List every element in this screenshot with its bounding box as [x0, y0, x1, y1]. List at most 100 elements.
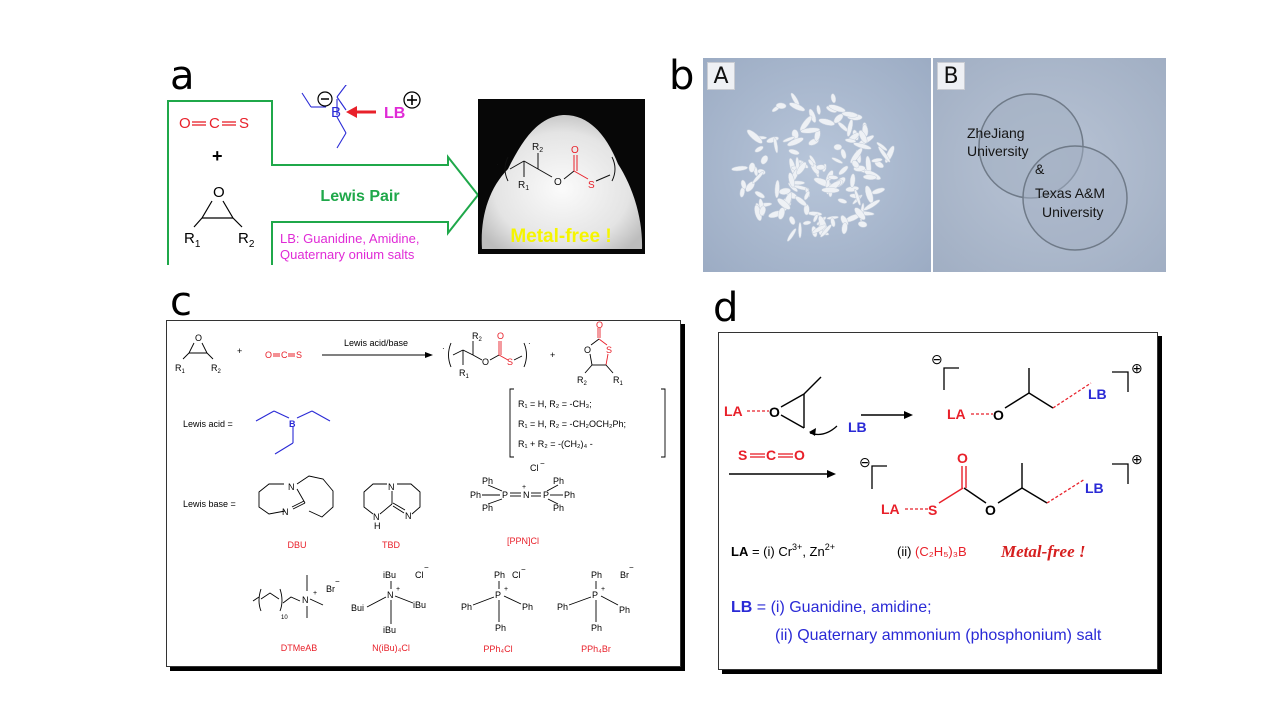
crystal-flake [871, 157, 883, 163]
svg-text:H: H [374, 521, 381, 531]
dbu-structure [258, 475, 334, 518]
la-definition: LA = (i) Cr3+, Zn2+ [731, 542, 835, 559]
crystal-flake [844, 138, 857, 144]
crystal-flake [841, 111, 859, 118]
svg-text:S: S [588, 180, 595, 191]
d-cation-2: ⊕ [1131, 451, 1143, 467]
svg-text:Ph: Ph [482, 476, 493, 486]
svg-text:Bui: Bui [351, 603, 364, 613]
crystal-flake [849, 173, 856, 188]
svg-text:N: N [387, 590, 394, 600]
ppn-structure: Cl− Ph Ph Ph P N + P Ph Ph Ph [470, 459, 575, 513]
pph4cl-structure: Ph Cl− P + Ph Ph Ph [461, 565, 533, 633]
svg-text:·: · [496, 159, 499, 169]
c-epoxide: O R1 R2 [175, 333, 222, 375]
dtmeab-structure [252, 575, 324, 618]
crystal-flake [812, 224, 827, 234]
disc-text-line1: ZheJiang [967, 125, 1025, 141]
d-la-2: LA [947, 406, 966, 422]
crystal-flake [788, 148, 800, 156]
crystal-flake [833, 143, 843, 151]
d-la-3: LA [881, 501, 900, 517]
lb-note-line2: Quaternary onium salts [280, 247, 415, 262]
svg-text:S: S [738, 447, 747, 463]
svg-text:R2: R2 [472, 331, 483, 343]
svg-text:Ph: Ph [522, 602, 533, 612]
svg-text:N: N [302, 595, 309, 605]
negative-charge-icon [317, 91, 333, 107]
svg-text:O: O [195, 333, 202, 343]
svg-text:B: B [289, 419, 296, 429]
svg-text:S: S [507, 357, 513, 367]
svg-text:R1: R1 [459, 368, 470, 380]
svg-text:P: P [495, 590, 501, 600]
svg-text:Ph: Ph [557, 602, 568, 612]
crystal-flake [752, 171, 764, 184]
svg-text:P: P [502, 490, 508, 500]
crystal-flake [782, 136, 795, 143]
svg-text:O: O [596, 321, 603, 330]
crystal-flake [828, 104, 846, 113]
svg-text:+: + [313, 590, 317, 597]
lewis-pair-label: Lewis Pair [320, 188, 399, 205]
film-disc-2 [1022, 145, 1128, 251]
crystal-flake [794, 195, 807, 207]
c-plus-2: + [550, 350, 555, 360]
d-lb-3: LB [1085, 480, 1104, 496]
svg-text:P: P [543, 490, 549, 500]
n-ibu4cl-structure: iBu Cl− N + Bui iBu iBu [351, 563, 429, 635]
svg-text:+: + [522, 484, 526, 491]
photo-b-polymer-films: ZheJiang University & Texas A&M Universi… [933, 58, 1166, 272]
svg-text:Ph: Ph [553, 476, 564, 486]
crystal-flake [838, 165, 849, 176]
crystal-flake [789, 102, 806, 112]
panel-c-letter: c [170, 279, 192, 325]
svg-text:Br: Br [326, 584, 335, 594]
films-illustration: ZheJiang University & Texas A&M Universi… [933, 58, 1166, 272]
base-name-ppncl: [PPN]Cl [507, 536, 539, 546]
epoxide-molecule: O R1 R2 [184, 184, 255, 250]
svg-text:S: S [296, 350, 302, 360]
svg-text:R2: R2 [577, 375, 588, 387]
cos-c: C [209, 115, 220, 132]
boron-atom: B [331, 104, 341, 121]
svg-text:O: O [985, 502, 996, 518]
crystal-flake [777, 198, 791, 210]
crystal-flake [754, 145, 764, 153]
svg-text:Ph: Ph [495, 623, 506, 633]
crystal-flake [862, 174, 877, 180]
crystal-flake [863, 199, 881, 211]
crystal-flake [754, 190, 765, 199]
pph4br-structure: Ph Br− P + Ph Ph Ph [557, 563, 634, 633]
d-anion-2: ⊖ [859, 454, 871, 470]
crystal-flake [850, 147, 863, 164]
svg-text:Ph: Ph [591, 623, 602, 633]
crystal-flake [827, 175, 839, 180]
svg-text:C: C [766, 447, 776, 463]
base-name-pph4cl: PPh₄Cl [483, 644, 512, 654]
svg-text:S: S [606, 345, 612, 355]
svg-text:Ph: Ph [461, 602, 472, 612]
svg-text:R2: R2 [532, 142, 543, 154]
panel-d-letter: d [713, 285, 739, 331]
base-name-dtmeab: DTMeAB [281, 643, 318, 653]
crystal-flake [774, 179, 780, 199]
svg-text:10: 10 [281, 615, 288, 621]
positive-charge-icon [403, 91, 421, 109]
crystal-flake [760, 155, 769, 165]
crystal-flake [831, 157, 843, 164]
crystal-flake [841, 222, 848, 235]
crystal-flake [731, 165, 748, 172]
svg-text:+: + [396, 586, 400, 593]
panel-c-box: O R1 R2 + O C S Lewis acid/base · [166, 320, 681, 667]
c-cyclic-thiocarbonate [584, 328, 614, 374]
disc-text-line2: University [967, 143, 1028, 159]
svg-text:−: − [540, 459, 545, 468]
svg-text:N: N [288, 482, 295, 492]
c-plus-1: + [237, 346, 242, 356]
crystal-flake [830, 217, 836, 228]
base-name-pph4br: PPh₄Br [581, 644, 611, 654]
svg-text:N: N [282, 507, 289, 517]
lewis-base-label: Lewis base = [183, 499, 236, 509]
svg-text:C: C [281, 350, 288, 360]
